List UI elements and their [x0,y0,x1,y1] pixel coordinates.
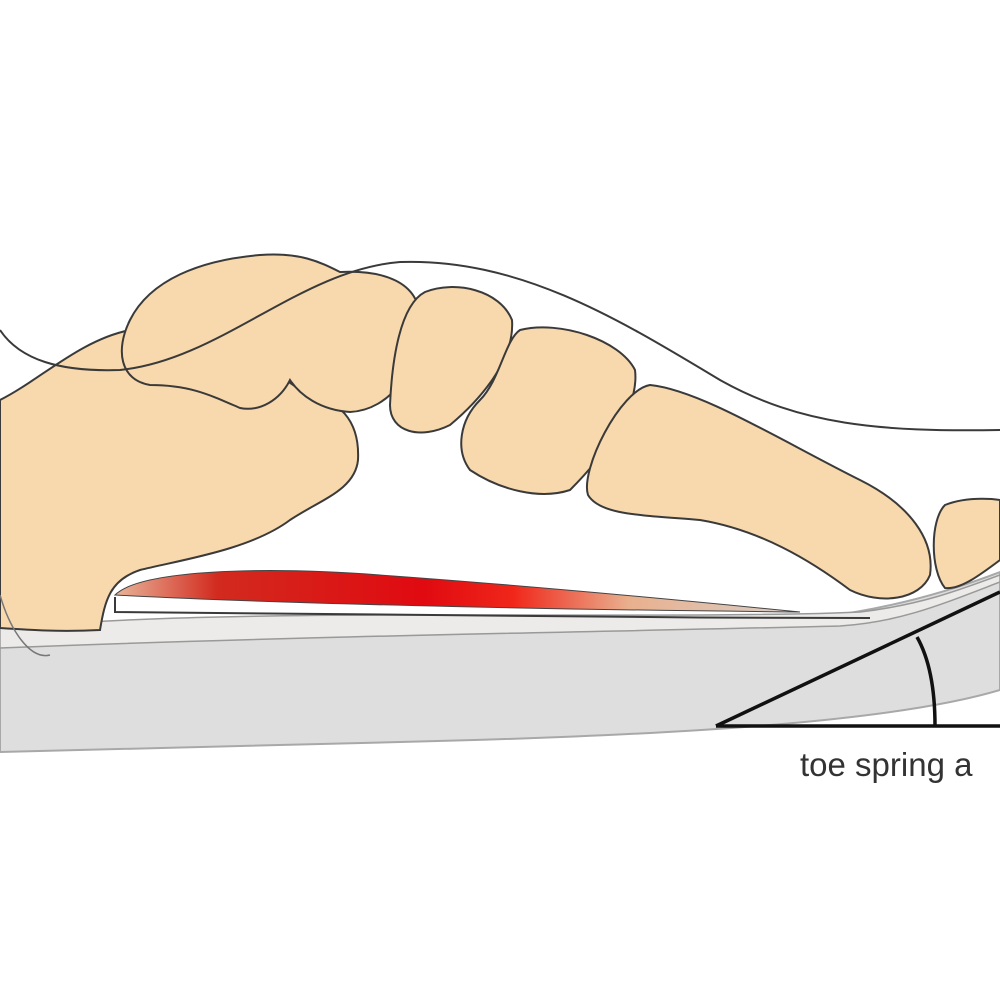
plantar-muscle [113,570,801,613]
toe-spring-angle-label: toe spring a [800,746,973,783]
toe-spring-angle-arc [915,636,937,727]
metatarsal-bone [585,383,932,600]
heel-outline [0,594,51,657]
navicular-bone [388,286,514,434]
plantar-fascia [114,597,871,619]
insole [0,574,1000,649]
foot-skin-outline [0,260,1000,432]
cuneiform-bone [460,326,637,495]
phalanx-bone [932,497,1000,590]
talus-bone [120,253,422,414]
toe-spring-incline [715,590,1000,728]
